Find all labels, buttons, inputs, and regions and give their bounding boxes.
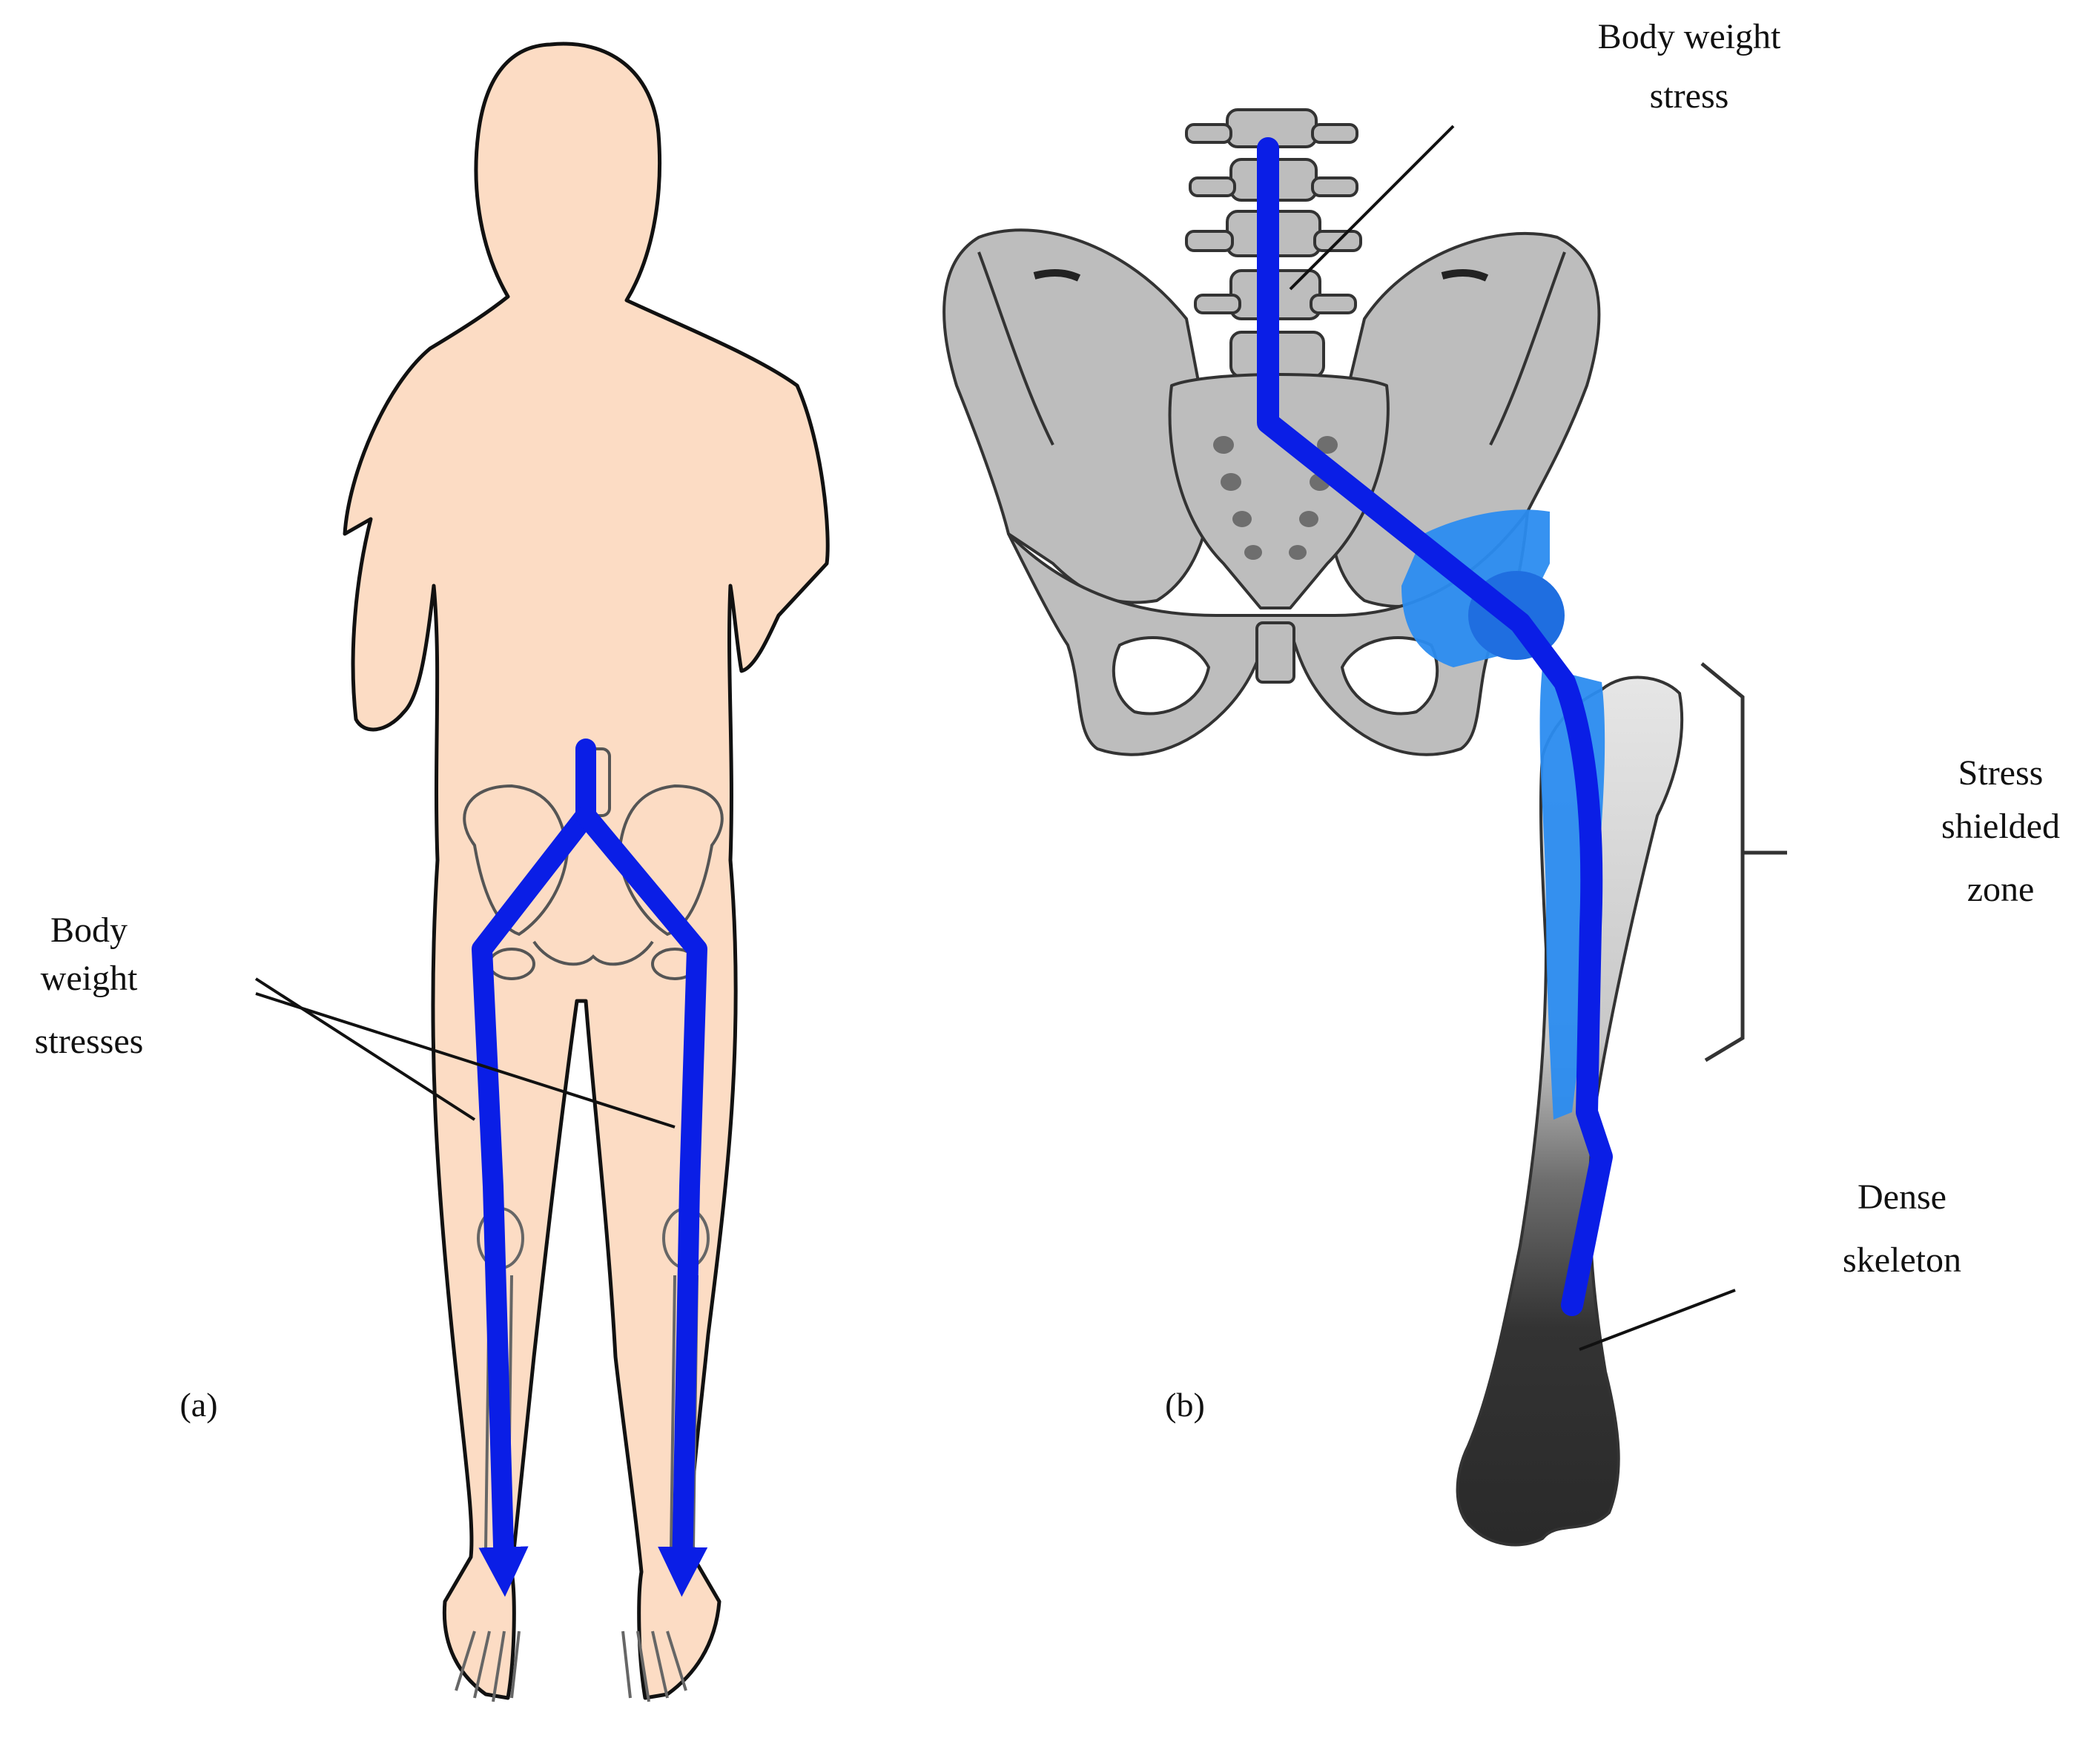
label-dense-skeleton-1: Dense — [1858, 1177, 1947, 1217]
right-obturator-foramen — [1340, 636, 1439, 716]
pointer-line-a2 — [255, 992, 676, 1129]
foot-bones-right — [621, 1630, 687, 1702]
panel-b: Body weight stress Stress shielded zone … — [942, 17, 2060, 1547]
left-ilium — [942, 228, 1218, 604]
pubic-symphysis — [1255, 621, 1295, 684]
label-body-weight-stresses-1: Body — [50, 911, 128, 950]
panel-a-label: (a) — [179, 1386, 217, 1424]
stress-arrow-left — [472, 739, 596, 1597]
pointer-line-body-weight-stress — [1289, 125, 1455, 291]
right-ilium-crest — [1489, 251, 1566, 446]
left-ilium-crest — [977, 251, 1054, 446]
label-stress-shielded-1: Stress — [1958, 753, 2044, 793]
label-body-weight-stress-1: Body weight — [1598, 17, 1781, 56]
stress-shielded-bracket — [1700, 662, 1787, 1063]
label-body-weight-stresses-2: weight — [41, 959, 138, 998]
sacrum — [1168, 373, 1390, 609]
label-dense-skeleton-2: skeleton — [1843, 1240, 1961, 1280]
right-ilium-mark — [1441, 269, 1489, 282]
label-stress-shielded-2: shielded — [1941, 807, 2060, 846]
foot-bones-left — [455, 1630, 521, 1702]
label-body-weight-stress-2: stress — [1650, 76, 1729, 116]
left-obturator-foramen — [1112, 636, 1211, 716]
panel-a: Body weight stresses (a) — [35, 42, 830, 1702]
label-stress-shielded-3: zone — [1967, 870, 2035, 909]
stress-path-b — [1257, 137, 1613, 1316]
pointer-line-a1 — [254, 977, 476, 1121]
stress-arrow-right — [575, 805, 708, 1597]
pointer-line-dense-skeleton — [1579, 1289, 1736, 1351]
left-ilium-mark — [1033, 269, 1081, 282]
human-silhouette — [343, 42, 830, 1700]
panel-b-label: (b) — [1165, 1386, 1205, 1424]
label-body-weight-stresses-3: stresses — [35, 1022, 144, 1061]
